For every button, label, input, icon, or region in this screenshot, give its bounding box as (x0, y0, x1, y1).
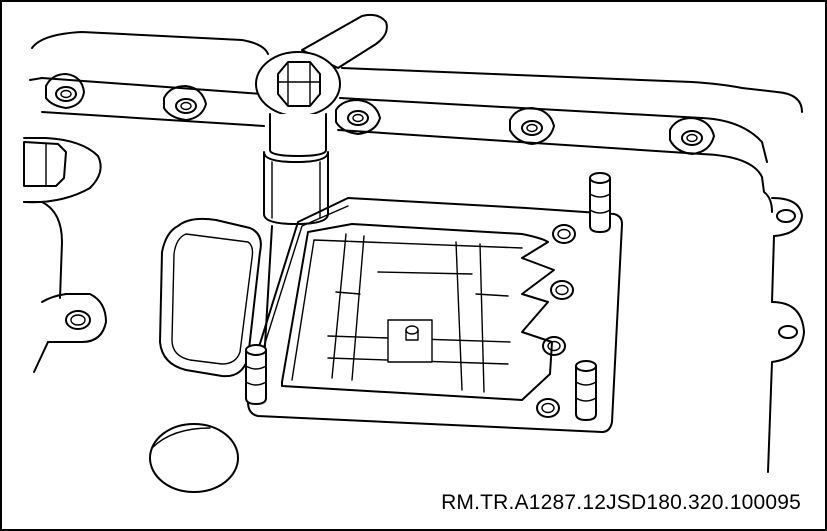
socket-wrench (255, 13, 388, 225)
valve-body-plate (247, 197, 623, 433)
edge-line (263, 225, 273, 363)
left-hub (23, 137, 102, 204)
flange-bolt-bosses (45, 73, 798, 339)
plate-bolts (536, 224, 576, 418)
dowel-pins (245, 172, 611, 421)
reference-code: RM.TR.A1287.12JSD180.320.100095 (441, 491, 801, 514)
oval-gasket (159, 217, 262, 378)
housing-outline (23, 31, 805, 473)
round-plug (149, 423, 239, 493)
